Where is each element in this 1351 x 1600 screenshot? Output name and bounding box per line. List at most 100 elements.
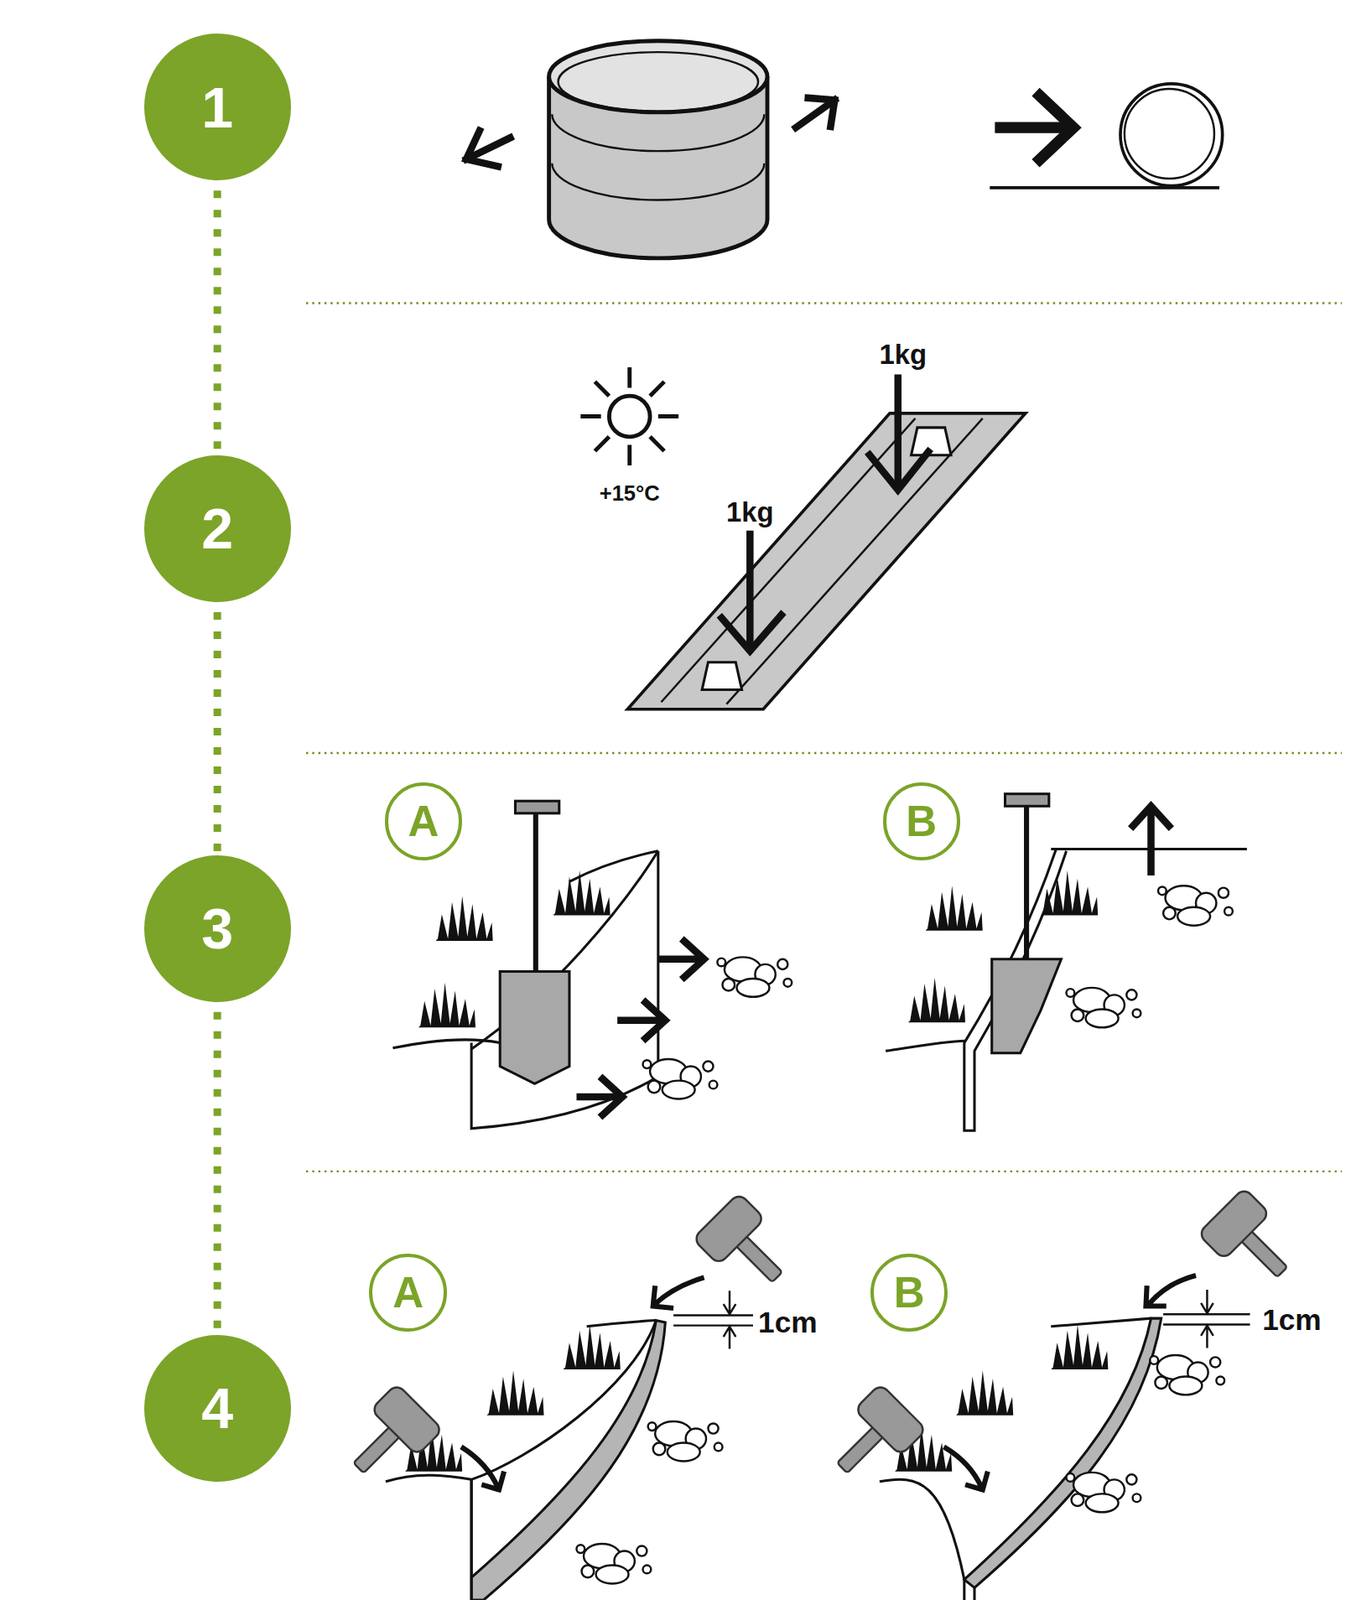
edging-roll: [551, 163, 764, 201]
coil-on-ground: [989, 83, 1222, 188]
strike-arrow: [944, 1275, 1197, 1491]
strike-arrow: [461, 1277, 705, 1490]
strike-arrow: [944, 1446, 988, 1490]
edging-roll: [558, 51, 759, 112]
soil-clump: [1066, 1472, 1142, 1513]
soil-clump: [717, 956, 792, 997]
installed-edging: [1050, 1318, 1151, 1327]
unroll-arrow: [808, 98, 836, 127]
flattened-strip: [627, 413, 1026, 710]
separator: [306, 301, 1342, 304]
slot-cut: [885, 1040, 965, 1051]
sun-symbol: [608, 395, 650, 437]
dimension-mark: [1200, 1289, 1214, 1314]
dotted-connector: [217, 190, 219, 452]
dotted-connector: [217, 1012, 219, 1332]
grass-tuft: [486, 1370, 544, 1416]
spade: [514, 800, 559, 814]
coil-on-ground: [1124, 88, 1215, 179]
soil-clump: [1066, 987, 1142, 1028]
step-number-circle: 2: [144, 455, 291, 603]
installed-edging: [587, 1320, 657, 1327]
variant-circle: B: [883, 782, 961, 860]
edging-roll: [551, 114, 764, 151]
annotation-label: 1kg: [726, 498, 775, 526]
move-soil-arrow: [617, 999, 666, 1041]
dimension-mark: [1200, 1325, 1214, 1349]
weight-arrow: [893, 374, 902, 489]
separator: [306, 1170, 1342, 1173]
variant-letter: A: [392, 1271, 424, 1315]
sun-symbol: [580, 367, 679, 466]
step-number-circle: 1: [144, 33, 291, 181]
flattened-strip: [627, 413, 1026, 710]
installed-edging: [385, 1475, 472, 1482]
variant-letter: A: [408, 800, 440, 843]
dig-trench: [656, 851, 660, 1077]
step-number: 2: [201, 499, 234, 557]
dimension-mark: [723, 1326, 737, 1350]
dotted-connector: [217, 612, 219, 853]
result-arrow: [994, 92, 1074, 164]
coil-on-ground: [1120, 83, 1223, 187]
mallet: [819, 1383, 927, 1492]
flattened-strip: [701, 662, 742, 691]
dotted-connector-line: [213, 612, 222, 853]
dimension-mark: [1163, 1314, 1250, 1325]
spade: [533, 813, 539, 972]
weight-arrow: [867, 448, 931, 490]
step-number-circle: 4: [144, 1335, 291, 1482]
soil-clump: [648, 1421, 723, 1461]
grass-tuft: [908, 977, 966, 1024]
grass-tuft: [956, 1370, 1014, 1416]
installed-edging: [879, 1479, 965, 1580]
step-number: 3: [201, 899, 234, 957]
step-number-circle: 3: [144, 855, 291, 1003]
dimension-mark: [1163, 1289, 1250, 1348]
separator: [306, 302, 1342, 1171]
weight-arrow: [719, 612, 785, 651]
soil-clump: [576, 1543, 651, 1584]
soil-clump: [643, 1059, 718, 1099]
lift-arrow: [1130, 805, 1172, 876]
step-number: 4: [201, 1379, 234, 1437]
slot-cut: [885, 848, 1248, 1131]
unroll-arrow: [466, 130, 499, 167]
grass-tuft: [563, 1324, 621, 1370]
grass-tuft: [552, 870, 610, 916]
strike-arrow: [461, 1446, 505, 1490]
edging-roll: [549, 41, 768, 113]
spade: [1005, 794, 1050, 807]
result-arrow: [994, 121, 1070, 133]
installed-edging: [879, 1318, 1162, 1600]
variant-circle: B: [870, 1253, 948, 1331]
variant-circle: A: [384, 782, 463, 860]
lift-arrow: [1130, 805, 1172, 876]
installed-edging: [964, 1579, 975, 1600]
strike-arrow: [1145, 1275, 1196, 1307]
grass-tuft: [1050, 1324, 1108, 1370]
variant-circle: A: [368, 1253, 447, 1331]
installed-edging: [471, 1320, 666, 1600]
dig-trench: [569, 851, 659, 883]
flattened-strip: [726, 418, 983, 705]
installed-edging: [470, 1479, 473, 1600]
step-number: 1: [201, 78, 234, 136]
installed-edging: [964, 1318, 1162, 1588]
dig-trench: [392, 851, 658, 1129]
annotation-label: 1cm: [758, 1307, 818, 1337]
spade: [1023, 805, 1029, 960]
dotted-connector-line: [213, 1012, 222, 1332]
weight-arrow: [746, 530, 754, 650]
mallet: [692, 1192, 801, 1300]
annotation-label: 1kg: [879, 341, 928, 369]
result-arrow: [1035, 92, 1074, 164]
dimension-mark: [673, 1290, 754, 1349]
annotation-label: 1cm: [1262, 1305, 1322, 1336]
spade: [992, 959, 1062, 1054]
unroll-arrow: [466, 98, 835, 167]
grass-tuft: [925, 885, 983, 931]
strike-arrow: [653, 1277, 705, 1309]
dimension-mark: [723, 1290, 737, 1315]
soil-clump: [1149, 1355, 1225, 1395]
